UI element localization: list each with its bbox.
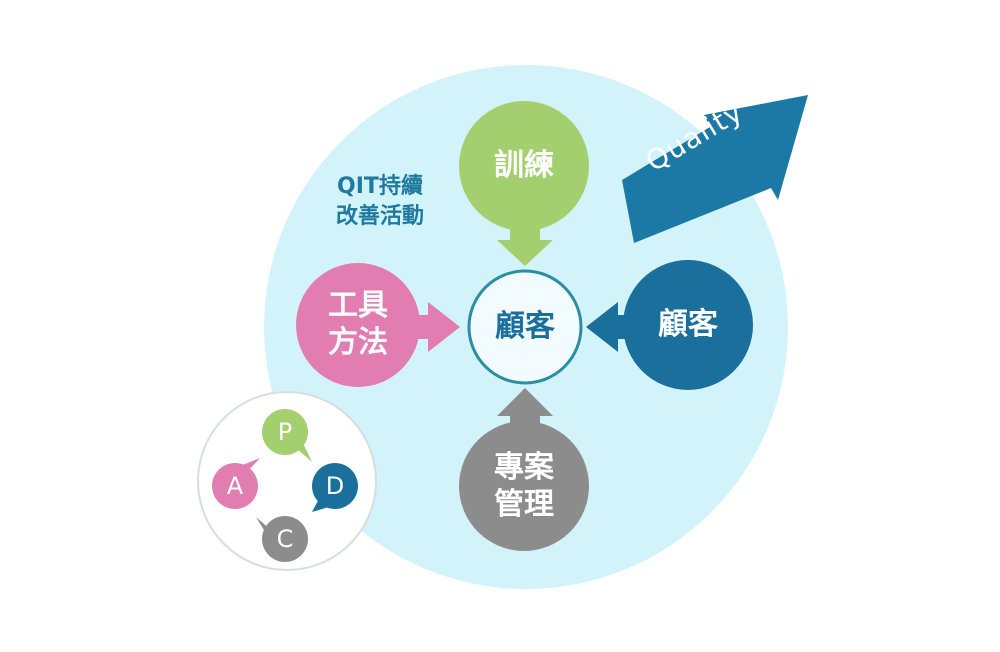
pdca-d-bubble (312, 463, 358, 509)
arrow-top-to-center (497, 225, 553, 266)
pdca-p-bubble (262, 409, 308, 455)
node-left-line2: 方法 (328, 324, 388, 360)
pdca-c-bubble (262, 516, 308, 562)
node-right-label: 顧客 (658, 307, 718, 342)
arrow-right-to-center (586, 302, 650, 352)
node-right (623, 260, 753, 390)
node-left-line1: 工具 (328, 288, 388, 323)
qit-caption: QIT持續 改善活動 (300, 172, 460, 231)
node-top-label: 訓練 (494, 148, 554, 183)
node-center-label: 顧客 (495, 309, 555, 344)
node-left-label: 工具 方法 (298, 288, 418, 361)
pdca-p-label: P (277, 418, 293, 446)
pdca-c-label: C (276, 525, 294, 553)
node-center (467, 269, 583, 385)
quality-arrow (622, 95, 808, 243)
caption-line2: 改善活動 (335, 203, 424, 229)
pdca-circle (197, 391, 377, 571)
node-bottom-line1: 專案 (494, 450, 554, 485)
node-bottom (459, 421, 589, 551)
node-bottom-line2: 管理 (494, 486, 554, 522)
pdca-a-label: A (226, 472, 244, 500)
arrow-left-to-center (400, 302, 460, 352)
pdca-a-bubble (212, 463, 258, 509)
caption-line1: QIT持續 (337, 174, 423, 199)
node-bottom-label: 專案 管理 (464, 450, 584, 523)
node-top (459, 101, 589, 231)
pdca-d-label: D (325, 472, 345, 500)
node-left (296, 263, 420, 387)
